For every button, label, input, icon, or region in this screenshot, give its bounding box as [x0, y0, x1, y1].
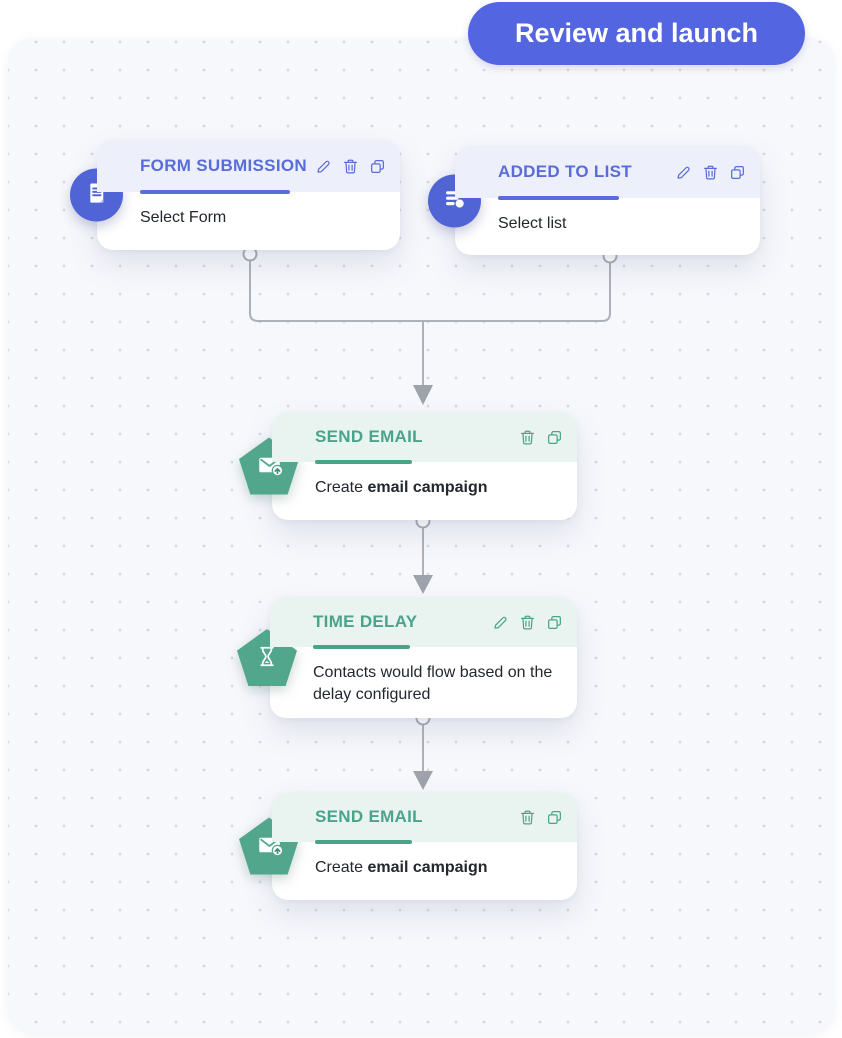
delete-icon[interactable]: [518, 428, 536, 446]
node-body-text: Select Form: [140, 209, 227, 226]
node-header: ADDED TO LIST: [455, 146, 760, 200]
title-underline: [315, 460, 412, 464]
node-card-send-email-2[interactable]: SEND EMAIL C: [239, 792, 577, 900]
node-actions: [491, 613, 563, 631]
duplicate-icon[interactable]: [368, 157, 386, 175]
node-title: SEND EMAIL: [315, 807, 423, 826]
delete-icon[interactable]: [518, 808, 536, 826]
duplicate-icon[interactable]: [545, 808, 563, 826]
title-underline: [140, 190, 290, 194]
node-actions: [674, 163, 746, 181]
node-card-added-to-list[interactable]: ADDED TO LIST: [428, 146, 760, 255]
edit-icon[interactable]: [674, 163, 692, 181]
node-card-form-submission[interactable]: FORM SUBMISSION: [70, 140, 400, 250]
node-title: FORM SUBMISSION: [140, 156, 306, 175]
duplicate-icon[interactable]: [545, 428, 563, 446]
node-actions: [314, 157, 386, 175]
node-body-text: Select list: [498, 215, 567, 232]
node-header: SEND EMAIL: [272, 792, 577, 844]
node-actions: [518, 428, 563, 446]
duplicate-icon[interactable]: [728, 163, 746, 181]
node-title: TIME DELAY: [313, 612, 418, 631]
node-body-text: Contacts would flow based on the delay c…: [313, 664, 553, 703]
edit-icon[interactable]: [314, 157, 332, 175]
title-underline: [315, 840, 412, 844]
node-body-text: Create email campaign: [315, 479, 488, 496]
hourglass-icon: [253, 640, 281, 676]
node-body-bold: email campaign: [367, 859, 488, 876]
title-underline: [498, 196, 619, 200]
edit-icon[interactable]: [491, 613, 509, 631]
node-header: TIME DELAY: [270, 597, 577, 649]
delete-icon[interactable]: [701, 163, 719, 181]
node-body-text: Create email campaign: [315, 859, 488, 876]
delete-icon[interactable]: [518, 613, 536, 631]
node-body-bold: email campaign: [367, 479, 488, 496]
title-underline: [313, 645, 410, 649]
node-card-send-email-1[interactable]: SEND EMAIL C: [239, 412, 577, 520]
duplicate-icon[interactable]: [545, 613, 563, 631]
node-title: SEND EMAIL: [315, 427, 423, 446]
node-title: ADDED TO LIST: [498, 162, 632, 181]
node-header: SEND EMAIL: [272, 412, 577, 464]
review-and-launch-button[interactable]: Review and launch: [468, 2, 805, 65]
delete-icon[interactable]: [341, 157, 359, 175]
node-card-time-delay[interactable]: TIME DELAY: [237, 597, 577, 718]
node-actions: [518, 808, 563, 826]
node-header: FORM SUBMISSION: [97, 140, 400, 194]
